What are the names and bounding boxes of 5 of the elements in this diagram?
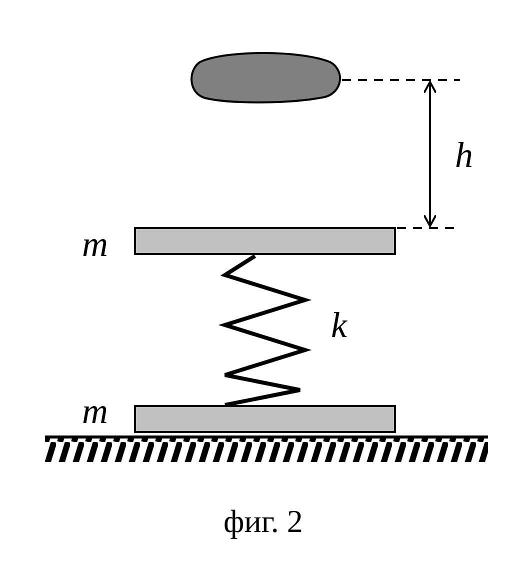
- variable-label: m: [82, 226, 108, 262]
- variable-label: m: [82, 393, 108, 429]
- figure-caption: фиг. 2: [224, 505, 303, 537]
- variable-label: h: [455, 137, 473, 173]
- variable-label: k: [331, 307, 347, 343]
